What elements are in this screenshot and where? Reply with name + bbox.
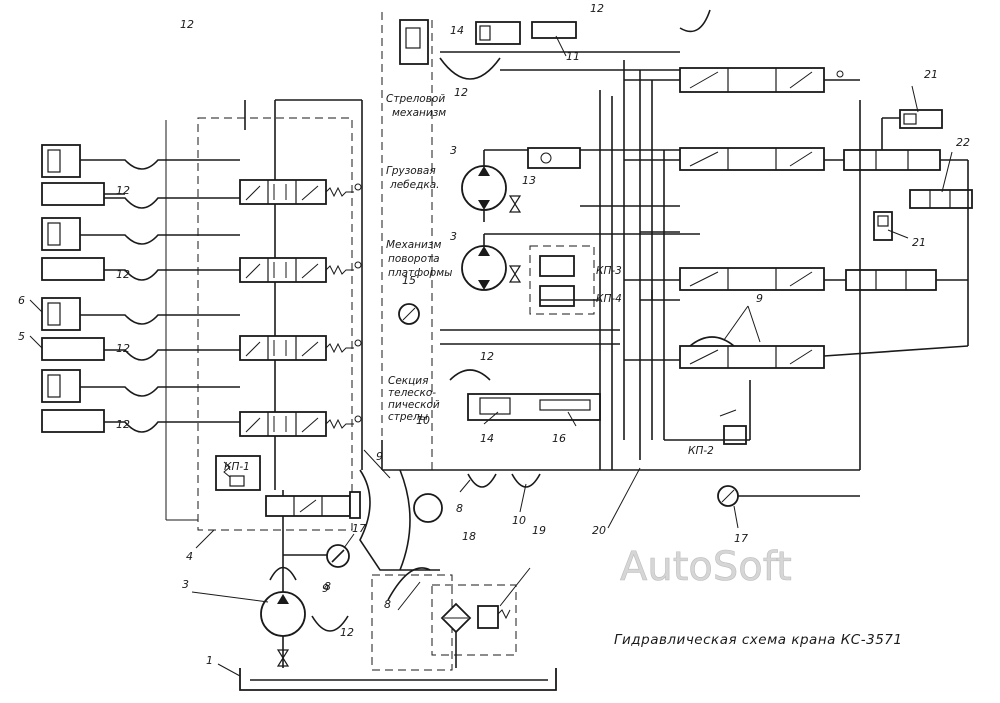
callout-8-b: 8 bbox=[456, 502, 463, 515]
callout-10-b: 10 bbox=[512, 514, 526, 527]
telescope-label-line-3: пической bbox=[388, 399, 440, 411]
winch-label-line-2: лебедка. bbox=[389, 179, 439, 191]
boom-label-line-1: Стреловой bbox=[386, 93, 445, 105]
callout-12-b: 12 bbox=[116, 268, 130, 281]
slew-label-line-3: платформы bbox=[388, 267, 452, 279]
mechanism-label-boom: Стреловой механизм bbox=[386, 93, 446, 119]
cylinder-21-top bbox=[881, 109, 943, 150]
valve-bank-4 bbox=[679, 336, 825, 369]
callout-20: 20 bbox=[592, 524, 606, 537]
callout-3-slew: 3 bbox=[450, 230, 457, 243]
callout-9-a: 9 bbox=[376, 450, 383, 463]
piping bbox=[540, 60, 969, 470]
callout-3-winch: 3 bbox=[450, 144, 457, 157]
callout-17-b: 17 bbox=[734, 532, 748, 545]
telescope-label-line-4: стрелы bbox=[388, 411, 428, 423]
callout-21-b: 21 bbox=[912, 236, 926, 249]
outrigger-circuit-3 bbox=[41, 297, 362, 361]
slew-label-line-1: Механизм bbox=[386, 239, 441, 251]
winch-label-line-1: Грузовая bbox=[386, 165, 436, 177]
cylinder-21-mid bbox=[873, 211, 893, 241]
kp2-valve bbox=[719, 409, 747, 445]
telescope-section bbox=[440, 329, 620, 421]
pressure-gauge-17 bbox=[717, 485, 860, 507]
leaders bbox=[29, 35, 953, 677]
callout-15: 15 bbox=[402, 274, 416, 287]
telescope-label-line-2: телеско- bbox=[388, 387, 436, 399]
callout-22: 22 bbox=[956, 136, 970, 149]
valve-label-kp4: КП-4 bbox=[596, 293, 622, 305]
callout-12-h: 12 bbox=[590, 2, 604, 15]
valve-bank-2 bbox=[679, 147, 941, 171]
callout-4: 4 bbox=[186, 550, 193, 563]
slew-motor bbox=[461, 233, 700, 315]
main-distributor bbox=[265, 491, 361, 519]
valve-label-kp2: КП-2 bbox=[688, 445, 714, 457]
callout-12-c: 12 bbox=[116, 342, 130, 355]
callout-13: 13 bbox=[522, 174, 536, 187]
callout-16: 16 bbox=[552, 432, 566, 445]
callout-12-g: 12 bbox=[480, 350, 494, 363]
callout-12-d: 12 bbox=[116, 418, 130, 431]
valve-label-kp3: КП-3 bbox=[596, 265, 622, 277]
telescope-label-line-1: Секция bbox=[388, 375, 428, 387]
callout-17-a: 17 bbox=[352, 522, 366, 535]
callout-5: 5 bbox=[18, 330, 25, 343]
callout-8-a: 8 bbox=[384, 598, 391, 611]
valve-label-kp1: КП-1 bbox=[224, 461, 250, 473]
pressure-gauge-15 bbox=[398, 303, 420, 325]
callout-3-pump: 3 bbox=[182, 578, 189, 591]
outrigger-circuit-4 bbox=[41, 369, 362, 437]
boom-mechanism bbox=[399, 9, 711, 80]
slew-label-line-2: поворота bbox=[388, 253, 440, 265]
valve-22 bbox=[909, 189, 973, 209]
callout-14-b: 14 bbox=[450, 24, 464, 37]
callout-21-a: 21 bbox=[924, 68, 938, 81]
filter-with-bypass-19 bbox=[431, 584, 517, 668]
pump-3 bbox=[260, 490, 350, 668]
tank bbox=[239, 668, 557, 691]
callout-6: 6 bbox=[18, 294, 25, 307]
callout-11: 11 bbox=[566, 50, 580, 63]
valve-bank-3 bbox=[679, 267, 937, 291]
callout-12-e: 12 bbox=[340, 626, 354, 639]
callout-14-a: 14 bbox=[480, 432, 494, 445]
watermark: AutoSoft bbox=[620, 544, 792, 590]
callout-12-i: 12 bbox=[180, 18, 194, 31]
mechanism-label-winch: Грузовая лебедка. bbox=[386, 165, 439, 191]
boom-label-line-2: механизм bbox=[392, 107, 446, 119]
outrigger-circuit-1 bbox=[41, 144, 362, 209]
callout-12-a: 12 bbox=[116, 184, 130, 197]
callout-8-c: 8 bbox=[324, 580, 331, 593]
callout-9-b: 9 bbox=[322, 582, 329, 595]
diagram-title: Гидравлическая схема крана КС-3571 bbox=[614, 632, 902, 648]
mechanism-label-slew: Механизм поворота платформы bbox=[386, 239, 452, 279]
callout-19: 19 bbox=[532, 524, 546, 537]
callout-10-a: 10 bbox=[416, 414, 430, 427]
outrigger-circuit-2 bbox=[41, 217, 362, 283]
callout-18: 18 bbox=[462, 530, 476, 543]
relief-valve-kp1 bbox=[215, 455, 261, 491]
mechanism-label-telescope: Секция телеско- пической стрелы bbox=[388, 375, 440, 423]
callout-1: 1 bbox=[206, 654, 213, 667]
callout-12-f: 12 bbox=[454, 86, 468, 99]
valve-bank-1 bbox=[679, 67, 844, 93]
callout-9-c: 9 bbox=[756, 292, 763, 305]
